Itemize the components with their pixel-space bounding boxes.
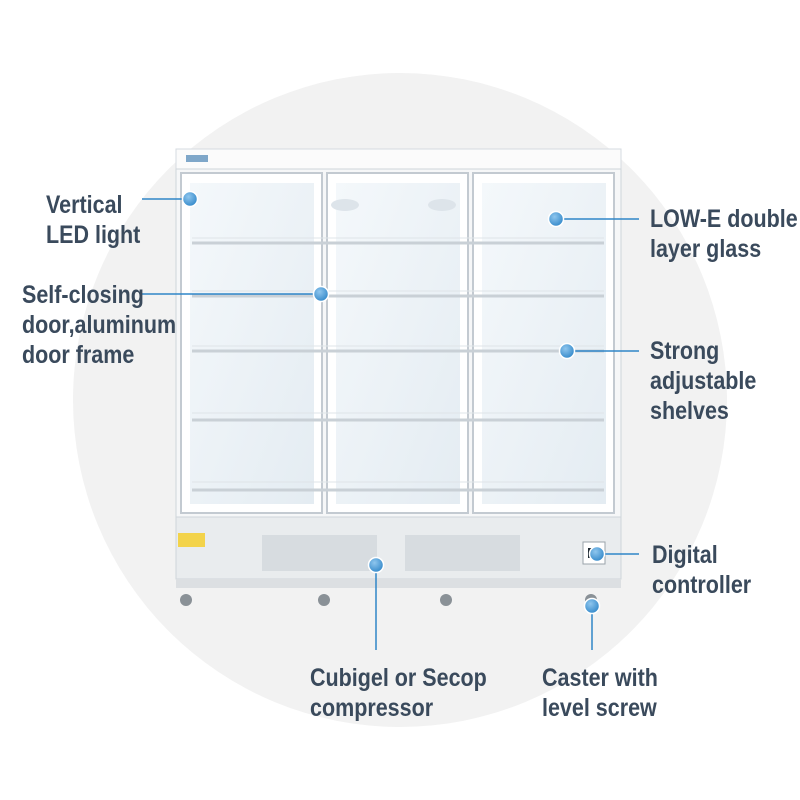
label-line: LOW-E double (650, 205, 798, 233)
label-vertical-led-light: Vertical LED light (46, 190, 140, 250)
label-line: Digital (652, 541, 718, 569)
label-line: shelves (650, 397, 729, 425)
caster-2 (318, 594, 330, 606)
base-panel (175, 516, 622, 580)
label-line: Self-closing (22, 281, 144, 309)
shelf-wire-rails (192, 237, 604, 483)
label-line: Vertical (46, 191, 123, 219)
label-line: controller (652, 571, 752, 599)
label-adjustable-shelves: Strong adjustable shelves (650, 336, 756, 426)
logo-mark (186, 155, 208, 162)
compressor-vent-left (262, 535, 377, 571)
label-line: adjustable (650, 367, 757, 395)
fan-left (331, 199, 359, 211)
label-line: door,aluminum (22, 311, 177, 339)
callout-dot-vertical-led (181, 190, 199, 208)
callout-dot-caster (583, 597, 601, 615)
label-line: layer glass (650, 235, 762, 263)
label-digital-controller: Digital controller (652, 540, 751, 600)
label-self-closing-door: Self-closing door,aluminum door frame (22, 280, 176, 370)
callout-dot-low-e-glass (547, 210, 565, 228)
glass-right (482, 183, 606, 504)
label-caster: Caster with level screw (542, 663, 658, 723)
fan-right (428, 199, 456, 211)
label-line: LED light (46, 221, 141, 249)
label-line: level screw (542, 694, 657, 722)
label-line: Strong (650, 337, 720, 365)
display-fridge (175, 148, 622, 606)
label-line: compressor (310, 694, 434, 722)
label-line: Cubigel or Secop (310, 664, 487, 692)
fridge-top-header (175, 148, 622, 170)
callout-dot-controller (588, 545, 606, 563)
glass-left (190, 183, 314, 504)
warning-sticker (178, 533, 205, 547)
compressor-vent-right (405, 535, 520, 571)
base-grille-strip (176, 579, 621, 588)
callout-dot-shelves (558, 342, 576, 360)
callout-dots (181, 190, 606, 615)
caster-1 (180, 594, 192, 606)
caster-3 (440, 594, 452, 606)
label-low-e-glass: LOW-E double layer glass (650, 204, 798, 264)
label-compressor: Cubigel or Secop compressor (310, 663, 487, 723)
label-line: door frame (22, 341, 135, 369)
shelves (192, 241, 604, 492)
callout-dot-self-closing-door (312, 285, 330, 303)
glass-middle (336, 183, 460, 504)
callout-dot-compressor (367, 556, 385, 574)
label-line: Caster with (542, 664, 658, 692)
